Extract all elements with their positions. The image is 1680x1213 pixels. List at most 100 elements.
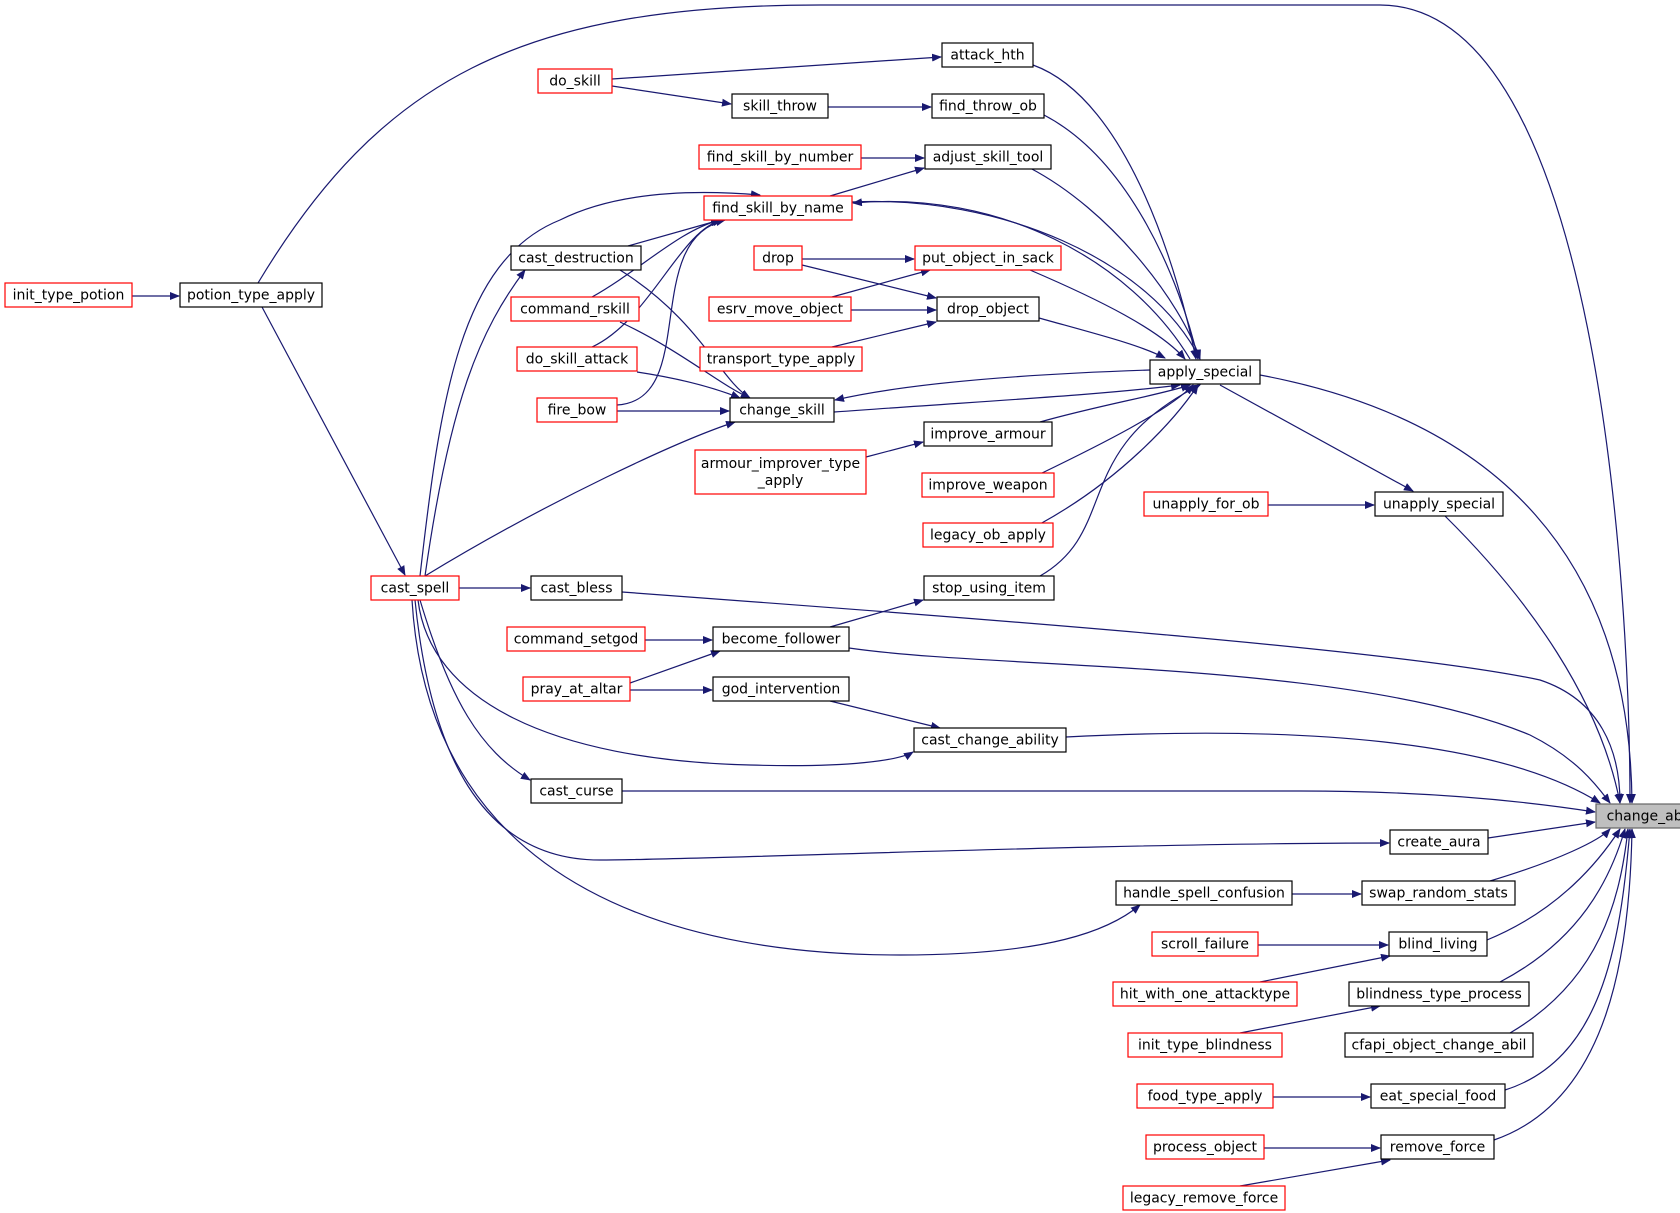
edge-do_skill_attack-to-find_skill_by_name [591, 218, 723, 348]
node-unapply-for-ob[interactable]: unapply_for_ob [1143, 491, 1269, 517]
node-eat-special-food[interactable]: eat_special_food [1370, 1083, 1506, 1109]
node-init-type-blindness[interactable]: init_type_blindness [1127, 1032, 1283, 1058]
node-label: change_skill [739, 403, 825, 419]
node-find-skill-by-number[interactable]: find_skill_by_number [698, 144, 862, 170]
node-fire-bow[interactable]: fire_bow [536, 397, 618, 423]
node-remove-force[interactable]: remove_force [1380, 1134, 1495, 1160]
node-label: legacy_ob_apply [930, 528, 1046, 544]
edge-swap_random_stats-to-change_abil [1489, 828, 1611, 882]
node-box [370, 575, 460, 601]
node-label: eat_special_food [1380, 1089, 1496, 1105]
node-label: cast_curse [539, 784, 613, 800]
edge-apply_special-to-unapply_special [1219, 384, 1414, 492]
node-box [924, 144, 1052, 170]
node-armour-improver-type-apply[interactable]: armour_improver_type_apply [694, 449, 867, 495]
node-box [1344, 1032, 1534, 1058]
edge-find_skill_by_name-to-apply_special [851, 200, 1201, 360]
edge-apply_special-to-change_abil [1259, 374, 1636, 804]
edge-command_rskill-to-find_skill_by_name [591, 218, 721, 298]
node-do-skill-attack[interactable]: do_skill_attack [516, 346, 638, 372]
node-find-throw-ob[interactable]: find_throw_ob [931, 93, 1045, 119]
node-box [921, 472, 1055, 498]
node-drop-object[interactable]: drop_object [936, 296, 1040, 322]
node-label: cast_bless [540, 581, 612, 597]
node-label: drop [762, 251, 794, 267]
node-box [922, 522, 1054, 548]
node-command-setgod[interactable]: command_setgod [506, 626, 646, 652]
node-box [510, 296, 640, 322]
node-box [923, 575, 1055, 601]
node-handle-spell-confusion[interactable]: handle_spell_confusion [1115, 880, 1293, 906]
node-potion-type-apply[interactable]: potion_type_apply [179, 282, 323, 308]
edge-fire_bow-to-find_skill_by_name [616, 218, 726, 406]
node-attack-hth[interactable]: attack_hth [941, 42, 1034, 68]
node-cast-change-ability[interactable]: cast_change_ability [913, 727, 1067, 753]
node-blindness-type-process[interactable]: blindness_type_process [1348, 981, 1530, 1007]
edge-cfapi_object_change_abil-to-change_abil [1509, 828, 1631, 1034]
node-change-abil[interactable]: change_abil [1595, 803, 1680, 829]
node-label: remove_force [1390, 1140, 1485, 1156]
node-label: blindness_type_process [1356, 987, 1522, 1003]
node-hit-with-one-attacktype[interactable]: hit_with_one_attacktype [1112, 981, 1298, 1007]
node-label: unapply_for_ob [1153, 497, 1260, 513]
node-box [694, 449, 867, 495]
edge-improve_weapon-to-apply_special [1039, 384, 1194, 475]
node-do-skill[interactable]: do_skill [537, 68, 613, 94]
node-transport-type-apply[interactable]: transport_type_apply [699, 346, 863, 372]
node-label: cast_change_ability [921, 733, 1059, 749]
node-label: init_type_blindness [1138, 1038, 1272, 1054]
node-label: fire_bow [548, 403, 607, 419]
node-label: scroll_failure [1161, 937, 1249, 953]
edge-stop_using_item-to-apply_special [1039, 384, 1201, 577]
node-swap-random-stats[interactable]: swap_random_stats [1361, 880, 1516, 906]
node-cast-bless[interactable]: cast_bless [530, 575, 623, 601]
node-find-skill-by-name[interactable]: find_skill_by_name [703, 195, 853, 221]
edge-potion_type_apply-to-change_abil [257, 4, 1634, 804]
node-legacy-ob-apply[interactable]: legacy_ob_apply [922, 522, 1054, 548]
node-label: skill_throw [743, 99, 817, 115]
node-box [179, 282, 323, 308]
node-food-type-apply[interactable]: food_type_apply [1136, 1083, 1274, 1109]
node-label: transport_type_apply [707, 352, 856, 368]
edge-cast_spell-to-find_skill_by_name [419, 190, 761, 577]
edges-layer [132, 4, 1636, 1187]
node-scroll-failure[interactable]: scroll_failure [1151, 931, 1259, 957]
node-put-object-in-sack[interactable]: put_object_in_sack [914, 245, 1062, 271]
node-legacy-remove-force[interactable]: legacy_remove_force [1122, 1185, 1286, 1211]
node-cast-curse[interactable]: cast_curse [530, 778, 623, 804]
edge-legacy_ob_apply-to-apply_special [1039, 384, 1199, 525]
node-stop-using-item[interactable]: stop_using_item [923, 575, 1055, 601]
node-become-follower[interactable]: become_follower [712, 626, 850, 652]
node-adjust-skill-tool[interactable]: adjust_skill_tool [924, 144, 1052, 170]
edge-drop_object-to-apply_special [1038, 317, 1166, 359]
node-god-intervention[interactable]: god_intervention [712, 676, 850, 702]
node-box [1380, 1134, 1495, 1160]
node-label: adjust_skill_tool [933, 150, 1044, 166]
node-skill-throw[interactable]: skill_throw [731, 93, 829, 119]
node-box [1112, 981, 1298, 1007]
node-label: apply_special [1158, 365, 1252, 381]
node-init-type-potion[interactable]: init_type_potion [4, 282, 133, 308]
node-apply-special[interactable]: apply_special [1149, 359, 1261, 385]
node-cast-spell[interactable]: cast_spell [370, 575, 460, 601]
node-unapply-special[interactable]: unapply_special [1374, 491, 1504, 517]
node-cfapi-object-change-abil[interactable]: cfapi_object_change_abil [1344, 1032, 1534, 1058]
node-box [941, 42, 1034, 68]
node-blind-living[interactable]: blind_living [1388, 931, 1488, 957]
node-improve-armour[interactable]: improve_armour [923, 421, 1053, 447]
edge-legacy_remove_force-to-remove_force [1239, 1157, 1391, 1187]
node-create-aura[interactable]: create_aura [1389, 829, 1489, 855]
node-improve-weapon[interactable]: improve_weapon [921, 472, 1055, 498]
node-box [522, 676, 631, 702]
edge-improve_armour-to-apply_special [1039, 384, 1191, 423]
node-drop[interactable]: drop [753, 245, 803, 271]
node-change-skill[interactable]: change_skill [729, 397, 835, 423]
node-pray-at-altar[interactable]: pray_at_altar [522, 676, 631, 702]
edge-esrv_move_object-to-put_object_in_sack [831, 268, 931, 298]
node-esrv-move-object[interactable]: esrv_move_object [708, 296, 852, 322]
node-cast-destruction[interactable]: cast_destruction [510, 245, 642, 271]
node-label: unapply_special [1383, 497, 1495, 513]
node-command-rskill[interactable]: command_rskill [510, 296, 640, 322]
edge-cast_spell-to-cast_curse [419, 599, 531, 781]
node-process-object[interactable]: process_object [1145, 1134, 1265, 1160]
